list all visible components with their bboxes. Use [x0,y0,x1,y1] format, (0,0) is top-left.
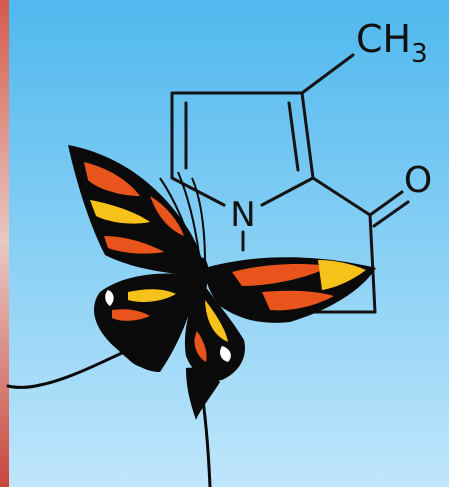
bond [300,91,315,180]
oxygen-label: O [404,160,432,201]
right-hindwing-orange-spot [194,330,207,362]
right-forewing-orange-band [232,264,330,286]
right-forewing-yellow-band [318,260,366,290]
left-hindwing-white-spot [105,290,114,306]
left-hindwing-yellow-spot [128,289,176,302]
left-forewing-orange-band [150,196,184,236]
left-edge-stripe [0,0,9,487]
right-forewing-orange-band [262,290,334,311]
left-hindwing-orange-spot [112,309,150,321]
methyl-label: CH3 [356,17,428,69]
left-tail-tip [120,346,155,369]
butterfly-illustration [6,145,376,487]
left-forewing-orange-band [104,236,164,254]
bond [287,101,300,172]
left-hindwing [94,273,200,372]
right-tail-base [186,367,220,420]
left-forewing-orange-band [84,162,140,196]
left-forewing-yellow-band [90,200,150,224]
bond [311,176,372,217]
bond [368,190,404,217]
bond [300,53,355,95]
left-tail [6,350,126,389]
right-hindwing-yellow-spot [205,300,228,342]
methyl-subscript: 3 [411,39,428,69]
nitrogen-label: N [230,195,255,235]
butterfly-body [187,256,209,352]
bond [368,213,377,314]
bond [260,176,315,207]
bond [372,200,410,228]
right-hindwing-white-spot [220,346,231,362]
bond [170,176,226,207]
